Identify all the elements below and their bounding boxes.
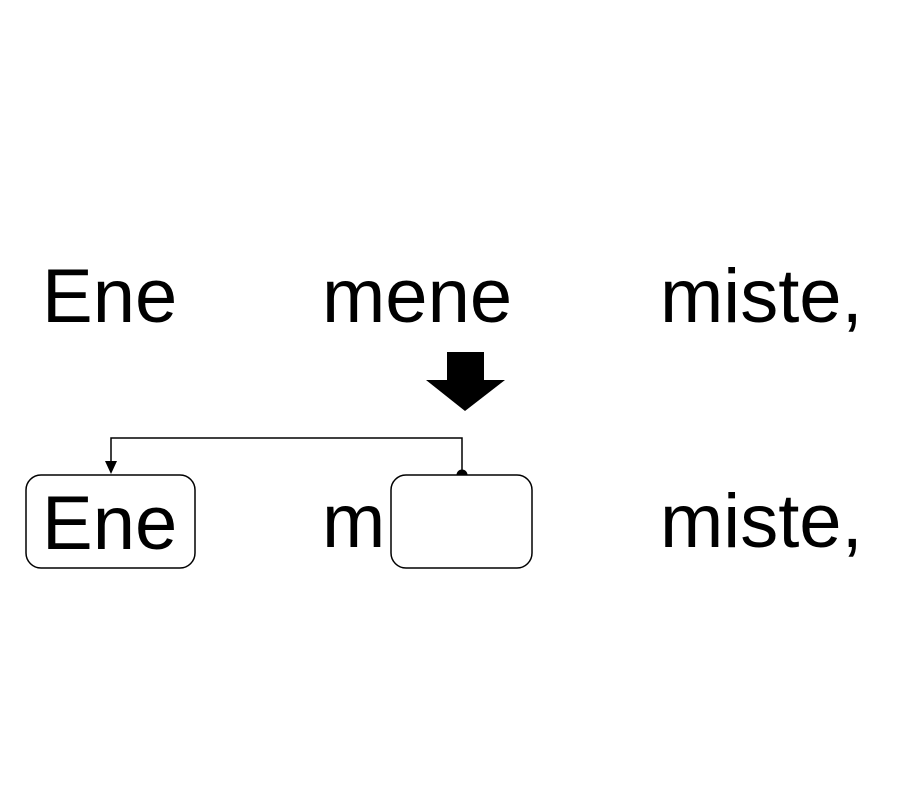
reference-connector [105,437,468,481]
source-word-ene: Ene [42,254,177,339]
referenced-word-box [25,474,196,569]
placeholder-box [390,474,533,569]
source-word-mene: mene [322,254,512,339]
result-word-ene: Ene [42,481,177,566]
source-line: Ene mene miste, [42,254,863,339]
result-word-m: m [322,479,385,564]
result-line: Ene m miste, [25,474,863,569]
result-word-miste: miste, [660,479,863,564]
pointer-arrow-icon [105,461,117,474]
down-arrow-icon [426,352,505,411]
source-word-miste: miste, [660,254,863,339]
